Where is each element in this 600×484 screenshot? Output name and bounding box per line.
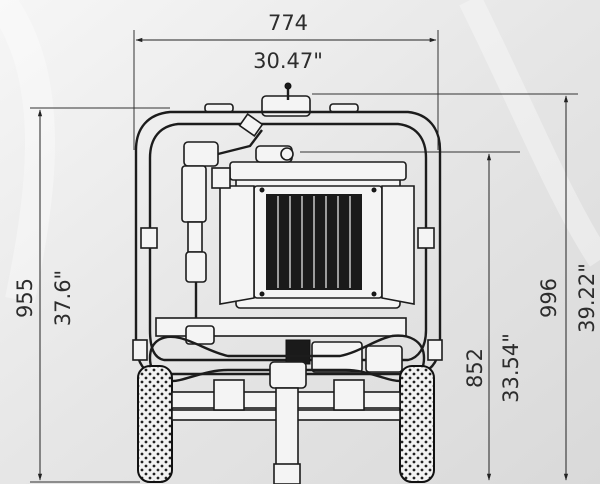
left-height-inch-label: 37.6" xyxy=(51,270,75,326)
machine-drawing xyxy=(132,82,443,484)
right-wheel xyxy=(399,365,435,483)
left-height-mm-label: 955 xyxy=(13,278,37,318)
roll-cage-inner xyxy=(148,122,428,362)
top-clamps xyxy=(204,103,359,113)
upper-mount-bar xyxy=(229,161,407,181)
width-dimension: 774 30.47" xyxy=(133,11,439,150)
frame-height-dimension: 852 33.54" xyxy=(300,151,523,481)
frame-height-inch-label: 33.54" xyxy=(499,333,523,403)
filter-column xyxy=(181,165,231,320)
left-height-dimension: 955 37.6" xyxy=(13,107,170,483)
cooler-unit xyxy=(219,175,415,309)
width-inch-label: 30.47" xyxy=(253,49,323,73)
frame-height-mm-label: 852 xyxy=(463,348,487,388)
front-bumper xyxy=(148,334,426,383)
frame-clamps xyxy=(132,227,443,361)
left-wheel xyxy=(137,365,173,483)
valve-assembly xyxy=(183,112,318,167)
total-height-dimension: 996 39.22" xyxy=(312,93,599,481)
total-height-mm-label: 996 xyxy=(537,278,561,318)
total-height-inch-label: 39.22" xyxy=(575,263,599,333)
tow-bar xyxy=(269,361,307,484)
width-mm-label: 774 xyxy=(268,11,308,35)
